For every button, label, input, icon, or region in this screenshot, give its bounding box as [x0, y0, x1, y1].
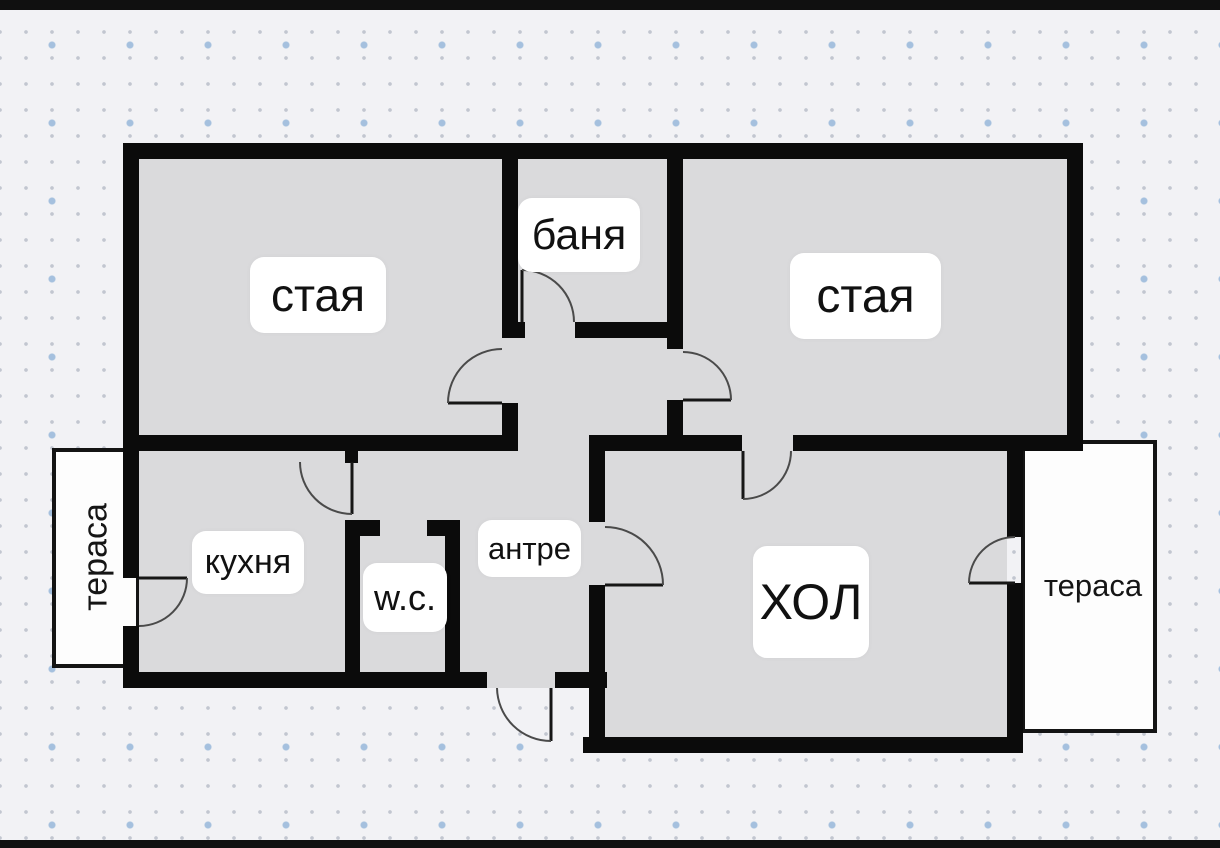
wall-outer-right: [1067, 143, 1083, 451]
wall-room-left-east-upper: [502, 143, 518, 338]
wall-living-room-top-right: [793, 435, 1083, 451]
bottom-edge-strip: [0, 840, 1220, 848]
wall-room-left-east-lower: [502, 403, 518, 451]
label-room-right-text: стая: [816, 269, 915, 323]
label-room-left-text: стая: [270, 269, 366, 321]
door-entrance: [496, 687, 553, 742]
door-room-left: [447, 348, 503, 405]
wall-wc-west: [345, 520, 360, 672]
wall-living-room-bottom: [583, 737, 1023, 753]
label-kitchen-text: кухня: [204, 543, 292, 581]
label-terrace-left: тераса: [76, 503, 115, 611]
wall-living-room-east-upper: [1007, 451, 1023, 537]
door-kitchen-hallway: [299, 461, 354, 515]
label-kitchen: кухня: [192, 531, 304, 594]
door-living-room-top: [741, 450, 792, 500]
label-room-left: стая: [250, 257, 386, 333]
door-living-room-terrace: [968, 536, 1016, 585]
top-edge-strip: [0, 0, 1220, 10]
wall-living-room-west-lower: [589, 585, 605, 753]
wall-bathroom-bottom: [575, 322, 683, 338]
label-terrace-right: тераса: [1043, 568, 1143, 603]
wall-outer-bottom-left: [123, 672, 487, 688]
label-hallway: антре: [478, 520, 581, 577]
label-wc: w.c.: [363, 563, 447, 632]
wall-room-left-bottom: [123, 435, 518, 451]
label-room-right: стая: [790, 253, 941, 339]
label-hallway-text: антре: [487, 530, 572, 566]
label-wc-text: w.c.: [373, 576, 436, 618]
door-room-right: [682, 351, 732, 402]
wall-living-room-east-lower: [1007, 583, 1023, 753]
label-bathroom-text: баня: [531, 210, 627, 259]
entrance-threshold: [487, 672, 555, 688]
wall-living-room-top-left: [589, 435, 742, 451]
wall-outer-left-upper: [123, 143, 139, 578]
wall-outer-top: [123, 143, 1083, 159]
label-bathroom: баня: [518, 198, 640, 272]
wall-bathroom-east-lower: [667, 400, 683, 451]
wall-bathroom-east-upper: [667, 143, 683, 349]
door-terrace-left-kitchen: [138, 576, 188, 627]
label-living-room-text: ХОЛ: [759, 574, 863, 630]
wall-wc-east: [445, 520, 460, 672]
label-living-room: ХОЛ: [753, 546, 869, 658]
wall-outer-left-lower: [123, 626, 139, 688]
terrace-right: [1021, 440, 1157, 733]
door-hallway-living-room: [604, 526, 664, 587]
wall-kitchen-spur: [345, 451, 358, 463]
wall-living-room-west-upper: [589, 451, 605, 522]
floor-slab-living-room: [599, 672, 1017, 737]
door-bathroom: [520, 269, 575, 323]
